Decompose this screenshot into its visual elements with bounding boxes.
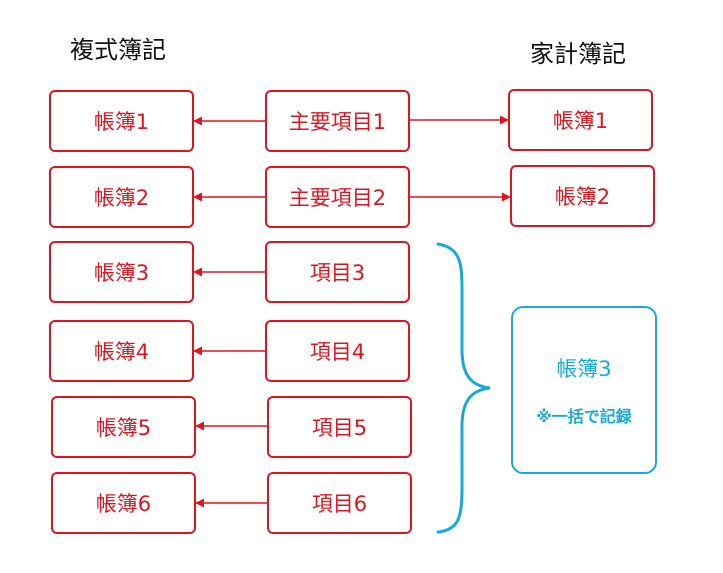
left-book-5: 帳簿5: [51, 396, 196, 458]
grouped-book-title: 帳簿3: [556, 357, 612, 381]
left-book-1: 帳簿1: [49, 90, 194, 152]
household-heading: 家計簿記: [530, 40, 626, 68]
grouped-book-note: ※一括で記録: [536, 407, 632, 426]
grouping-brace: [436, 242, 491, 534]
middle-item-6: 項目6: [267, 472, 412, 534]
double-entry-heading: 複式簿記: [70, 36, 166, 64]
left-book-2: 帳簿2: [49, 166, 194, 228]
right-book-2: 帳簿2: [510, 165, 655, 227]
left-book-3: 帳簿3: [49, 241, 194, 303]
left-book-4: 帳簿4: [49, 320, 194, 382]
middle-item-5: 項目5: [267, 396, 412, 458]
left-book-6: 帳簿6: [51, 472, 196, 534]
grouped-book: 帳簿3 ※一括で記録: [511, 306, 657, 474]
middle-item-1: 主要項目1: [265, 90, 410, 152]
right-book-1: 帳簿1: [508, 89, 653, 151]
middle-item-4: 項目4: [265, 320, 410, 382]
middle-item-3: 項目3: [265, 241, 410, 303]
middle-item-2: 主要項目2: [265, 166, 410, 228]
